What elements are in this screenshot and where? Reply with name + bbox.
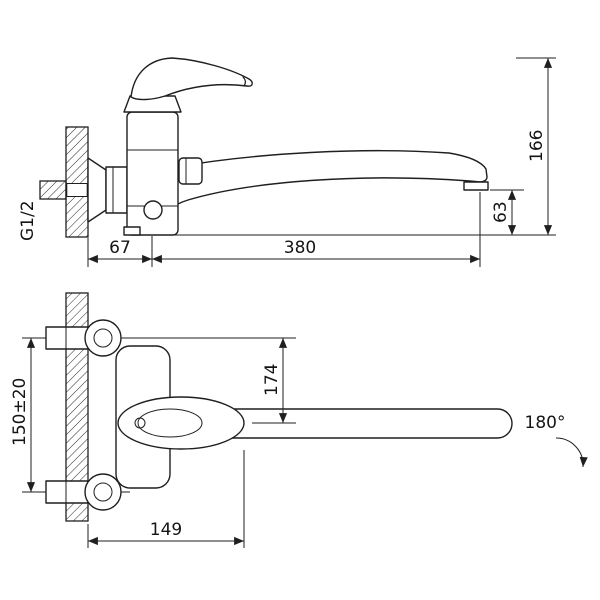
handle-tip-detail bbox=[242, 76, 246, 87]
mount-bolt-top bbox=[45, 326, 89, 350]
dim-label-63: 63 bbox=[491, 201, 511, 223]
front-view bbox=[22, 292, 513, 522]
dim-label-thread: G1/2 bbox=[18, 200, 38, 241]
screw-cover-side bbox=[143, 200, 163, 220]
dim-label-380: 380 bbox=[284, 238, 316, 258]
dim-label-67: 67 bbox=[109, 238, 131, 258]
wall-section-hatch bbox=[65, 126, 89, 238]
top-mount bbox=[45, 319, 122, 357]
handle-pivot-detail bbox=[134, 417, 146, 429]
side-view-dimensions: 166 63 67 380 bbox=[87, 57, 556, 267]
wall-section-hatch-front bbox=[65, 292, 89, 522]
mount-bolt-bottom bbox=[45, 480, 89, 504]
cartridge-cap-side bbox=[123, 95, 182, 113]
lever-handle-side bbox=[130, 57, 253, 101]
dim-label-174: 174 bbox=[262, 364, 282, 396]
swivel-rotation-arrow bbox=[555, 437, 588, 468]
body-bottom-detail bbox=[123, 226, 141, 236]
escutcheon-bottom-inner bbox=[93, 482, 113, 502]
dim-label-180: 180° bbox=[525, 413, 566, 433]
handle-inner-contour bbox=[137, 408, 203, 438]
aerator-side bbox=[463, 181, 489, 191]
dim-label-150: 150±20 bbox=[10, 378, 30, 446]
escutcheon-top bbox=[84, 319, 122, 357]
escutcheon-top-inner bbox=[93, 328, 113, 348]
side-view: G1/2 bbox=[18, 57, 489, 241]
lever-handle-front bbox=[117, 396, 245, 450]
escutcheon-bottom bbox=[84, 473, 122, 511]
diverter-knob-side bbox=[178, 157, 203, 185]
connection-nut bbox=[105, 166, 128, 214]
dim-label-166: 166 bbox=[527, 130, 547, 162]
dim-label-149: 149 bbox=[150, 520, 182, 540]
bottom-mount bbox=[45, 473, 122, 511]
pipe-through-wall bbox=[66, 183, 88, 197]
inlet-pipe-hatch bbox=[39, 180, 67, 200]
spout-side bbox=[167, 150, 488, 212]
eccentric-flange bbox=[87, 157, 107, 223]
front-view-dimensions: 150±20 174 149 180° bbox=[10, 338, 588, 548]
